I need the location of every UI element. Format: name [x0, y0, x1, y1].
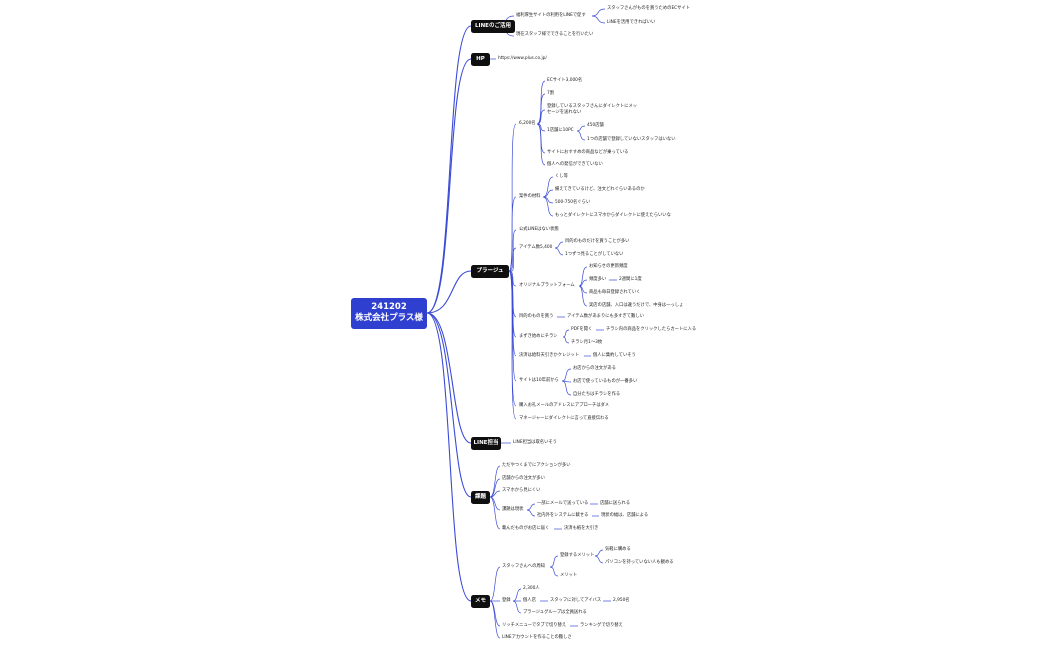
node-plage-n2-1[interactable]: くし等 — [555, 174, 568, 179]
node-memo-b2a[interactable]: スタッフに対してアイバス — [550, 598, 602, 603]
node-plage-n8[interactable]: 決済は給料天引きかクレジット — [519, 353, 580, 358]
node-memo-a1a[interactable]: 気軽に購める — [605, 547, 631, 552]
node-plage-n9[interactable]: サイトは10年前から — [519, 378, 559, 383]
node-memo-c1[interactable]: ランキングで切り替え — [580, 623, 623, 628]
root-title: 241202 — [371, 302, 407, 312]
node-plage-n2[interactable]: 案件の材料 — [519, 194, 541, 199]
branch-issues[interactable]: 課題 — [471, 491, 490, 504]
node-issues-d2a[interactable]: 現状の幅は、店舗による — [601, 513, 649, 518]
node-memo-a[interactable]: スタッフさんへの周知 — [502, 564, 545, 569]
node-memo-b1[interactable]: 2,300人 — [523, 586, 540, 591]
node-plage-n6-1[interactable]: アイテム数があまりにも多すぎて難しい — [567, 314, 644, 319]
branch-hp[interactable]: HP — [471, 53, 490, 66]
node-plage-n4-1[interactable]: 目的のものだけを買うことが多い — [565, 239, 630, 244]
node-line-usage-a1[interactable]: スタッフさんがものを買うためのECサイト — [607, 6, 691, 11]
node-plage-n4[interactable]: アイテム数5,400 — [519, 245, 553, 250]
node-plage-n1-6[interactable]: 個人への発信ができていない — [547, 162, 603, 167]
node-plage-n5-2[interactable]: 頻度多い — [589, 277, 607, 282]
node-plage-n1-4a[interactable]: 450店舗 — [587, 123, 604, 128]
node-plage-n2-2[interactable]: 備えてきているけど、注文どれぐらいあるのか — [555, 187, 645, 192]
node-memo-b3[interactable]: プラージュグループは全員送れる — [523, 610, 587, 615]
node-issues-e1[interactable]: 決済も紙を大引き — [564, 526, 599, 531]
node-plage-n5[interactable]: オリジナルプラットフォーム — [519, 283, 575, 288]
node-plage-n3[interactable]: 公式LINEはない状態 — [519, 227, 559, 232]
node-plage-n1-4[interactable]: 1店舗に10PC — [547, 128, 574, 133]
node-memo-a2[interactable]: メリット — [560, 573, 578, 578]
node-plage-n5-4[interactable]: 実店の店舗、入口は違うだけで、中身は一っしょ — [589, 303, 684, 308]
node-issues-d[interactable]: 課題は現状 — [502, 507, 524, 512]
branch-line-usage[interactable]: LINEのご活用 — [471, 20, 515, 33]
node-plage-n6[interactable]: 目的のものを買う — [519, 314, 554, 319]
node-plage-n1-3b[interactable]: セージを送れない — [547, 110, 582, 115]
root-node[interactable]: 241202 株式会社プラス様 — [351, 298, 427, 329]
node-issues-c[interactable]: スマホから見にくい — [502, 488, 541, 493]
branch-memo[interactable]: メモ — [471, 595, 490, 608]
branch-line-intro[interactable]: LINE担当 — [471, 437, 501, 450]
node-issues-d1[interactable]: 一部にメールで送っている — [537, 501, 589, 506]
node-plage-n8-1[interactable]: 個人に集約していそう — [593, 353, 636, 358]
node-memo-c[interactable]: リッチメニューでタブで切り替え — [502, 623, 567, 628]
node-plage-n1-3a[interactable]: 登録しているスタッフさんにダイレクトにメッ — [547, 104, 638, 109]
node-plage-n5-2a[interactable]: 2週間に1度 — [619, 277, 642, 282]
node-plage-n9-1[interactable]: お店からの注文がある — [573, 366, 616, 371]
node-plage-n1[interactable]: 6,200名 — [519, 121, 536, 126]
node-issues-d1a[interactable]: 店舗に送られる — [600, 501, 631, 506]
node-plage-n1-2[interactable]: 7割 — [547, 91, 555, 96]
node-plage-n4-2[interactable]: 1つずつ見ることがしていない — [565, 252, 624, 257]
node-hp-url[interactable]: https://www.plus.co.jp/ — [498, 56, 547, 61]
node-line-usage-a[interactable]: 福利厚生サイトの利用をLINEで促す — [516, 13, 586, 18]
node-line-usage-b[interactable]: 現在スタッフ様でできることを行いたい — [516, 32, 594, 37]
node-line-usage-a2[interactable]: LINEを活用できればいい — [607, 20, 656, 25]
node-plage-n9-3[interactable]: 自分たちはチラシを作る — [573, 392, 621, 397]
node-memo-d[interactable]: LINEアカウントを作ることの難しさ — [502, 635, 572, 640]
node-plage-n7-1a[interactable]: チラシ内の商品をクリックしたらカートに入る — [606, 327, 697, 332]
node-line-intro-a[interactable]: LINE担当は取名いそう — [513, 440, 557, 445]
node-plage-n2-3[interactable]: 500-750名ぐらい — [555, 200, 591, 205]
branch-plage[interactable]: プラージュ — [471, 265, 509, 278]
node-plage-n1-1[interactable]: ECサイト3,000名 — [547, 78, 583, 83]
node-memo-b[interactable]: 登録 — [502, 598, 511, 603]
node-plage-n7[interactable]: まずき始めにチラシ — [519, 334, 558, 339]
node-plage-n9-2[interactable]: お店で使っているものが一番多い — [573, 379, 638, 384]
node-plage-n7-1[interactable]: PDFを開く — [571, 327, 593, 332]
node-memo-b2[interactable]: 個人店 — [523, 598, 536, 603]
node-issues-d2[interactable]: 社内外をシステムに載せる — [537, 513, 589, 518]
node-plage-n7-2[interactable]: チラシ月1〜3枚 — [571, 340, 603, 345]
root-subtitle: 株式会社プラス様 — [355, 313, 423, 323]
node-memo-a1b[interactable]: パソコンを持っていない人も観める — [605, 560, 674, 565]
node-plage-n1-5[interactable]: サイトにおすすめの商品などが乗っている — [547, 150, 629, 155]
node-plage-n5-3[interactable]: 商品も毎日登録されていく — [589, 290, 641, 295]
node-plage-n11[interactable]: マネージャーにダイレクトに言って直接伝わる — [519, 416, 609, 421]
node-issues-a[interactable]: ただやつくまでにアクションが多い — [502, 463, 571, 468]
node-plage-n5-1[interactable]: お知らせの更新頻度 — [589, 264, 628, 269]
node-memo-a1[interactable]: 登録するメリット — [560, 553, 595, 558]
node-issues-b[interactable]: 店舗からの注文が多い — [502, 476, 545, 481]
node-issues-e[interactable]: 載んだものがお店に届く — [502, 526, 550, 531]
node-plage-n10[interactable]: 購入お礼メールのアドレスにアプローチはダメ — [519, 403, 610, 408]
node-plage-n1-4b[interactable]: 1つの店舗で登録していないスタッフはいない — [587, 137, 676, 142]
node-plage-n2-4[interactable]: もっとダイレクトにスマホからダイレクトに使えたらいいな — [555, 213, 671, 218]
node-memo-b2b[interactable]: 2,950名 — [613, 598, 630, 603]
